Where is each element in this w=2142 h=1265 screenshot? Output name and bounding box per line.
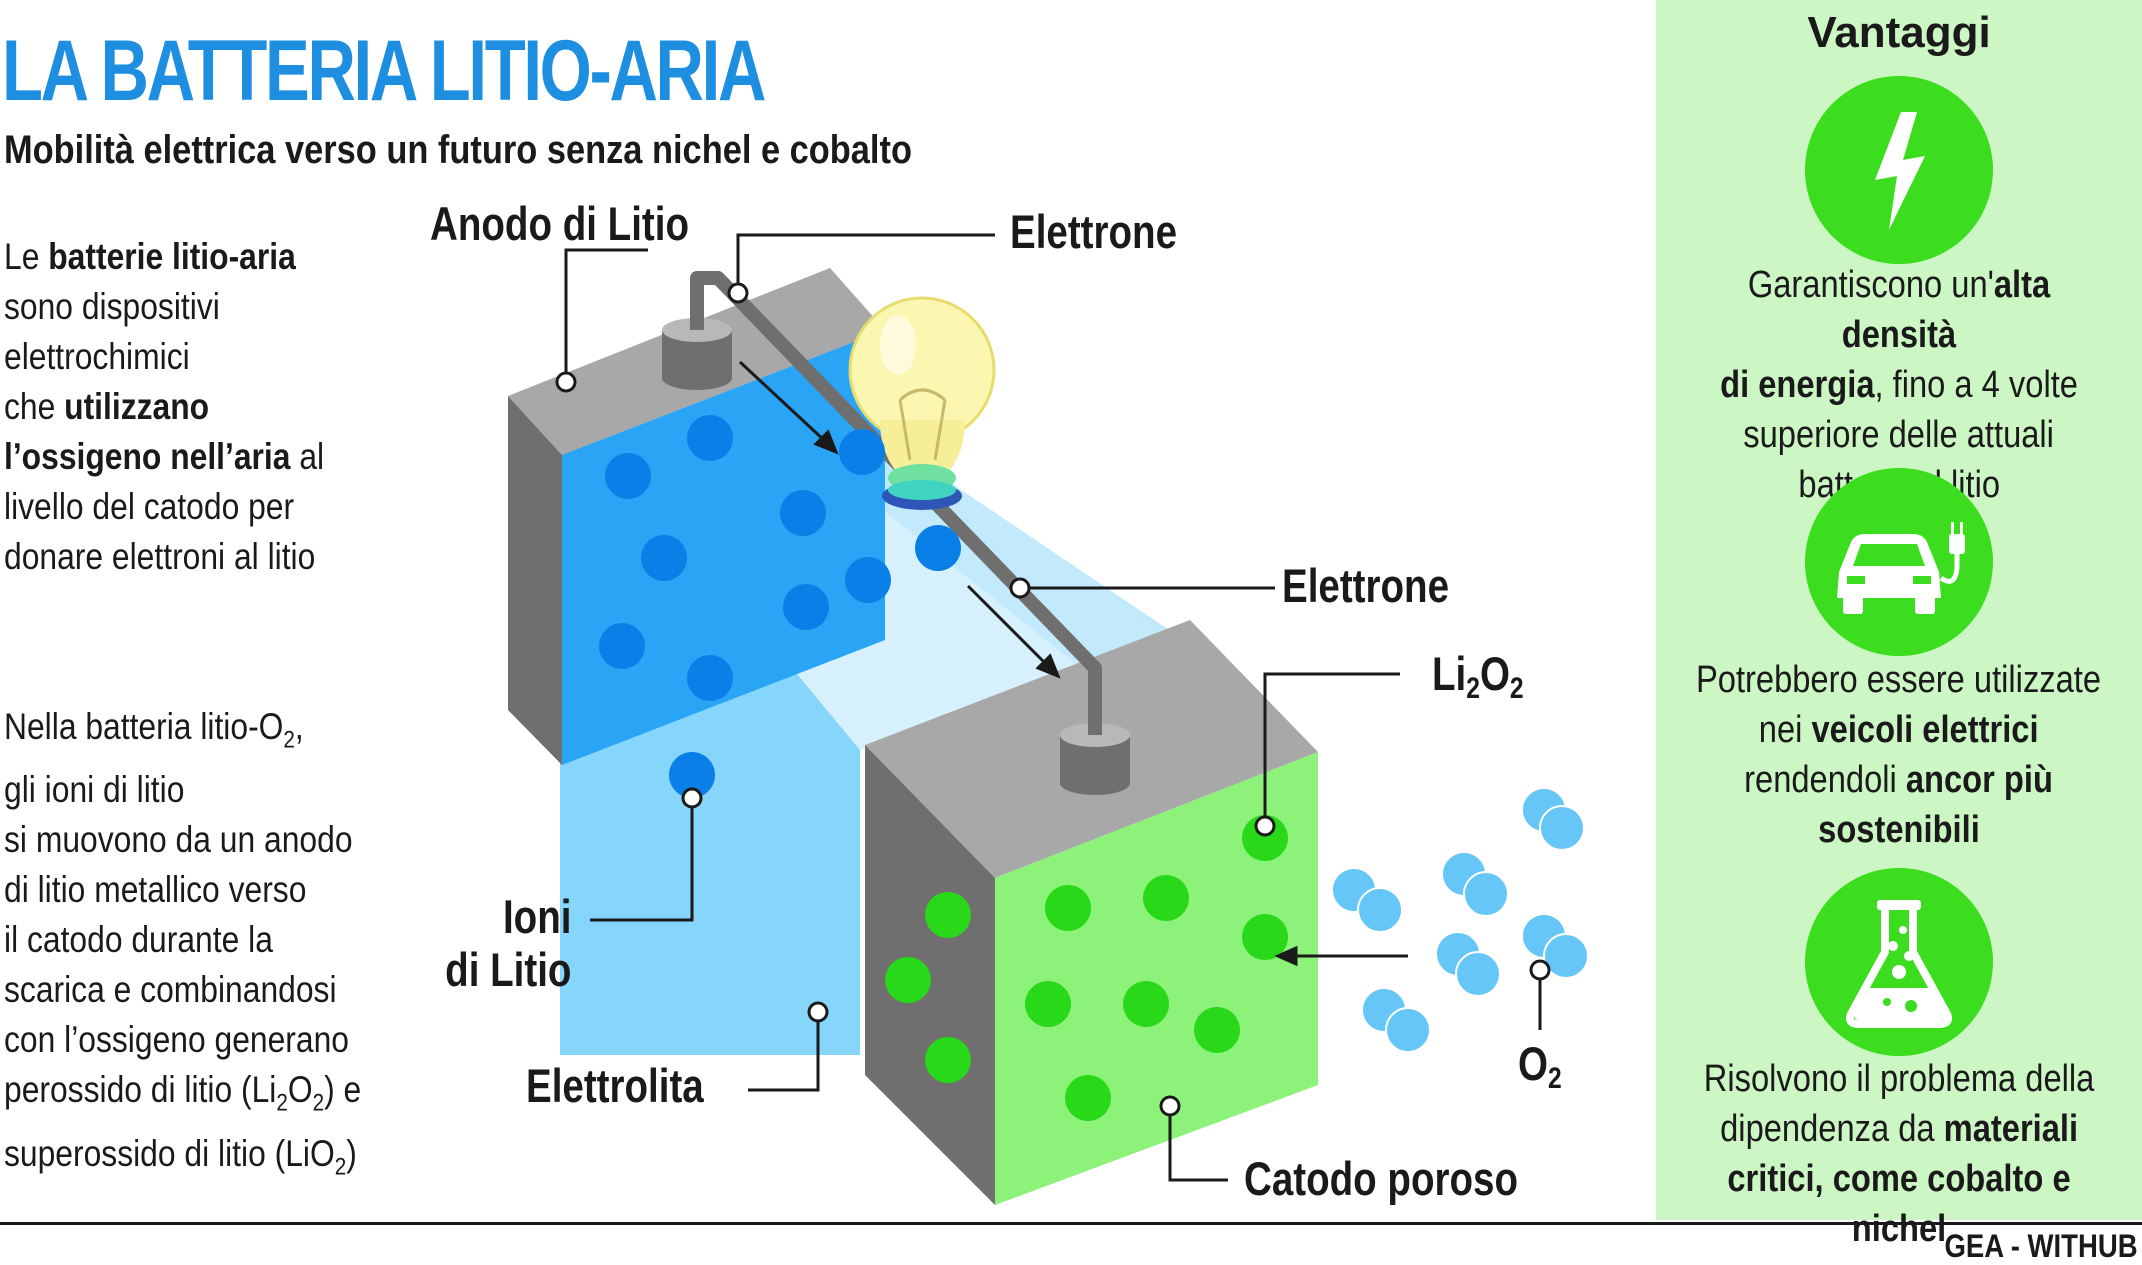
leader-lines — [564, 233, 1542, 1182]
page-title: LA BATTERIA LITIO-ARIA — [2, 23, 766, 119]
electric-car-icon — [1805, 468, 1993, 656]
advantage-energy-density: Garantiscono un'alta densità di energia,… — [1720, 264, 2078, 506]
advantage-critical-materials: Risolvono il problema della dipendenza d… — [1703, 1058, 2095, 1250]
cathode-li2o2-dots — [885, 815, 1288, 1121]
light-bulb — [848, 296, 996, 510]
anode-terminal — [662, 318, 732, 390]
process-paragraph: Nella batteria litio-O2, gli ioni di lit… — [4, 706, 362, 1181]
battery-diagram — [508, 233, 1589, 1205]
lightning-icon — [1805, 76, 1993, 264]
intro-paragraph: Le batterie litio-aria sono dispositivi … — [4, 236, 325, 577]
label-anode: Anodo di Litio — [430, 197, 690, 250]
flask-icon — [1805, 868, 1993, 1056]
lithium-ion-dot — [669, 752, 715, 798]
footer-divider — [0, 1222, 2142, 1225]
label-electrolyte: Elettrolita — [526, 1059, 704, 1112]
label-li2o2: Li2O2 — [1432, 647, 1524, 705]
label-electron-mid: Elettrone — [1282, 559, 1450, 612]
oxygen-molecules — [1331, 787, 1589, 1053]
footer-credit: GEA - WITHUB — [1944, 1228, 2138, 1264]
advantage-electric-vehicles: Potrebbero essere utilizzate nei veicoli… — [1696, 659, 2102, 851]
cathode-terminal — [1060, 723, 1130, 795]
circuit-wire — [690, 271, 1102, 735]
anode-lithium-dots — [599, 415, 961, 701]
leader-line-dots — [555, 282, 1551, 1117]
anode-side-face — [508, 396, 562, 765]
anode-front-face — [562, 330, 885, 765]
advantages-title: Vantaggi — [1807, 8, 1991, 57]
label-cathode: Catodo poroso — [1244, 1152, 1519, 1205]
label-o2: O2 — [1518, 1037, 1562, 1095]
flow-arrows — [738, 360, 1408, 967]
advantages-panel: Vantaggi Garantiscono un'alta densità di… — [1656, 0, 2142, 1250]
page-subtitle: Mobilità elettrica verso un futuro senza… — [4, 128, 912, 172]
label-lithium-ions: Ioni di Litio — [445, 890, 572, 996]
label-electron-top: Elettrone — [1010, 205, 1178, 258]
